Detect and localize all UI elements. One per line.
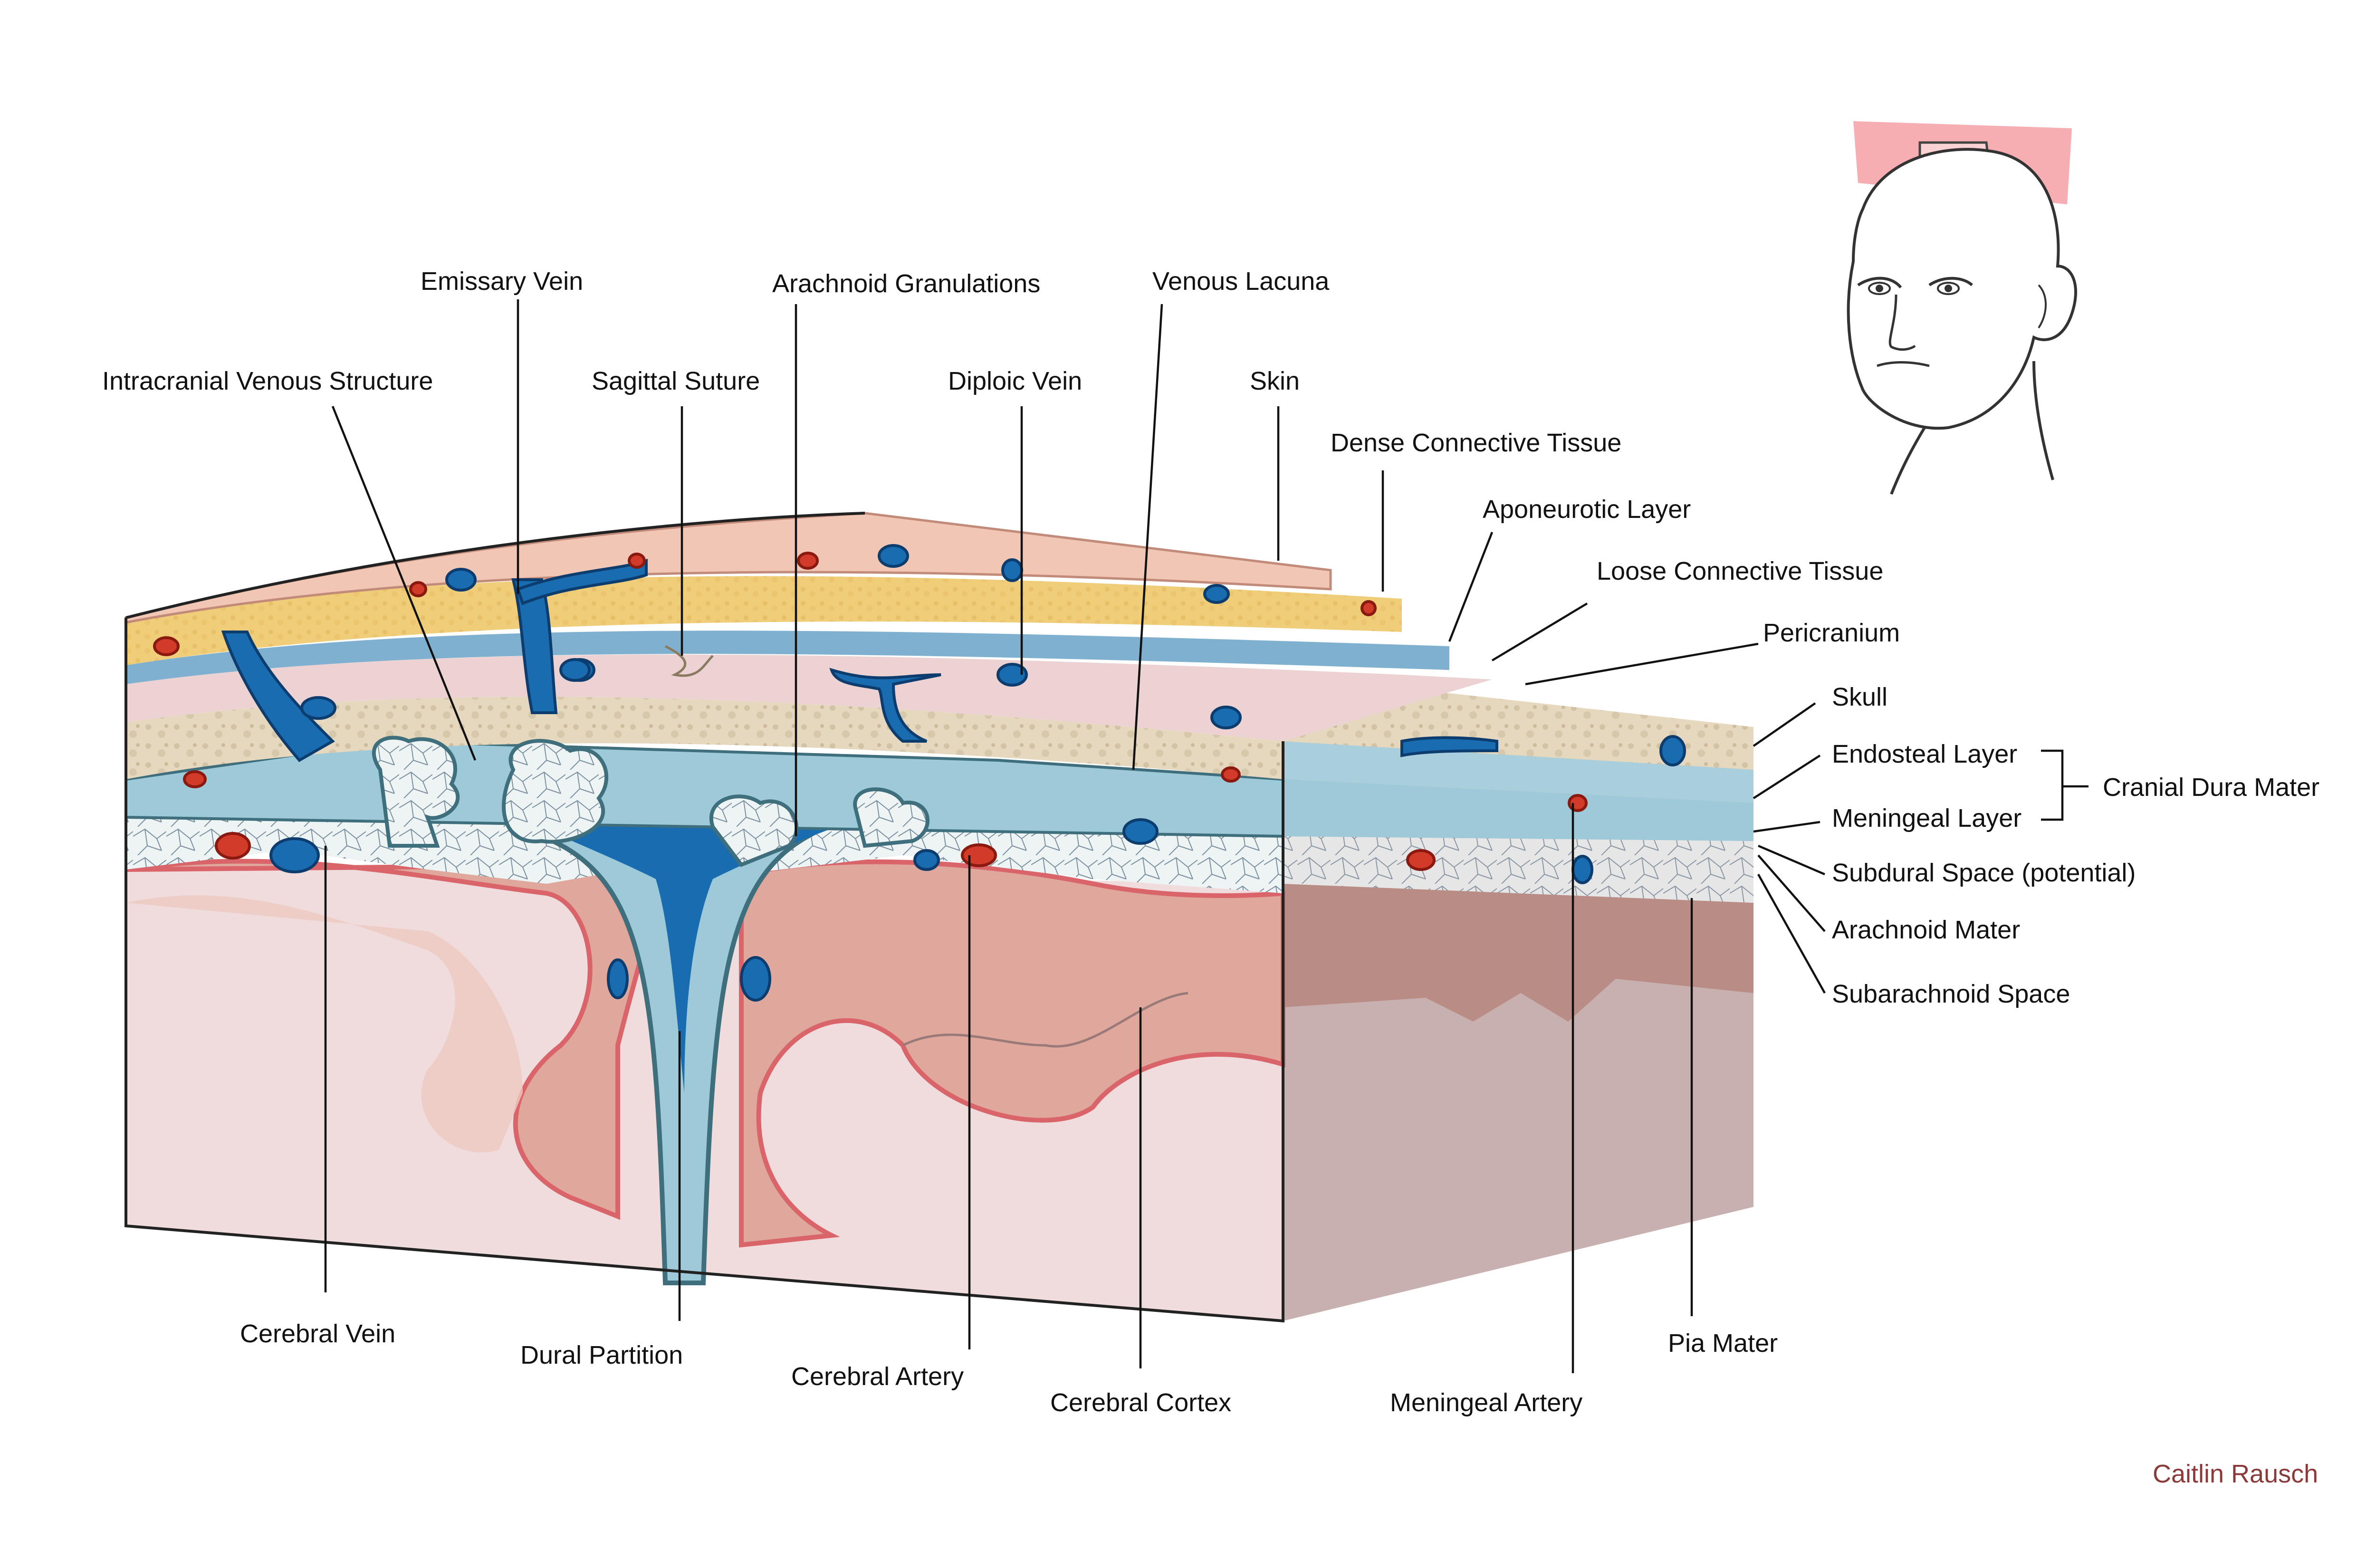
artist-credit: Caitlin Rausch	[2153, 1460, 2319, 1488]
label-venous-lacuna: Venous Lacuna	[1152, 267, 1330, 296]
label-intracranial-venous-structure: Intracranial Venous Structure	[102, 367, 433, 395]
label-aponeurotic-layer: Aponeurotic Layer	[1483, 495, 1691, 524]
label-skin: Skin	[1250, 367, 1300, 395]
label-loose-connective-tissue: Loose Connective Tissue	[1597, 557, 1884, 585]
veins	[221, 544, 1686, 1002]
label-cerebral-cortex: Cerebral Cortex	[1050, 1388, 1232, 1417]
label-cranial-dura-mater: Cranial Dura Mater	[2103, 773, 2320, 802]
label-meningeal-layer: Meningeal Layer	[1832, 804, 2022, 832]
head-orientation-icon	[1847, 121, 2077, 495]
sagittal-suture-mark	[664, 645, 714, 677]
label-cerebral-vein: Cerebral Vein	[240, 1319, 396, 1348]
label-subdural-space: Subdural Space (potential)	[1832, 859, 2136, 887]
arachnoid-granulations	[372, 736, 929, 867]
label-dural-partition: Dural Partition	[520, 1341, 683, 1369]
label-dense-connective-tissue: Dense Connective Tissue	[1331, 429, 1622, 457]
label-pericranium: Pericranium	[1763, 619, 1900, 647]
arteries	[153, 552, 1588, 871]
label-emissary-vein: Emissary Vein	[421, 267, 584, 296]
block-front-face	[125, 512, 1492, 1323]
leader-lines	[324, 299, 2089, 1373]
block-side-face	[1283, 675, 1753, 1321]
label-cerebral-artery: Cerebral Artery	[791, 1362, 964, 1391]
label-meningeal-artery: Meningeal Artery	[1390, 1388, 1583, 1417]
label-sagittal-suture: Sagittal Suture	[592, 367, 760, 395]
label-diploic-vein: Diploic Vein	[948, 367, 1083, 395]
label-arachnoid-granulations: Arachnoid Granulations	[772, 269, 1041, 298]
label-pia-mater: Pia Mater	[1668, 1329, 1778, 1358]
label-subarachnoid-space: Subarachnoid Space	[1832, 980, 2070, 1008]
label-arachnoid-mater: Arachnoid Mater	[1832, 916, 2021, 944]
label-endosteal-layer: Endosteal Layer	[1832, 740, 2018, 768]
label-skull: Skull	[1832, 683, 1888, 711]
